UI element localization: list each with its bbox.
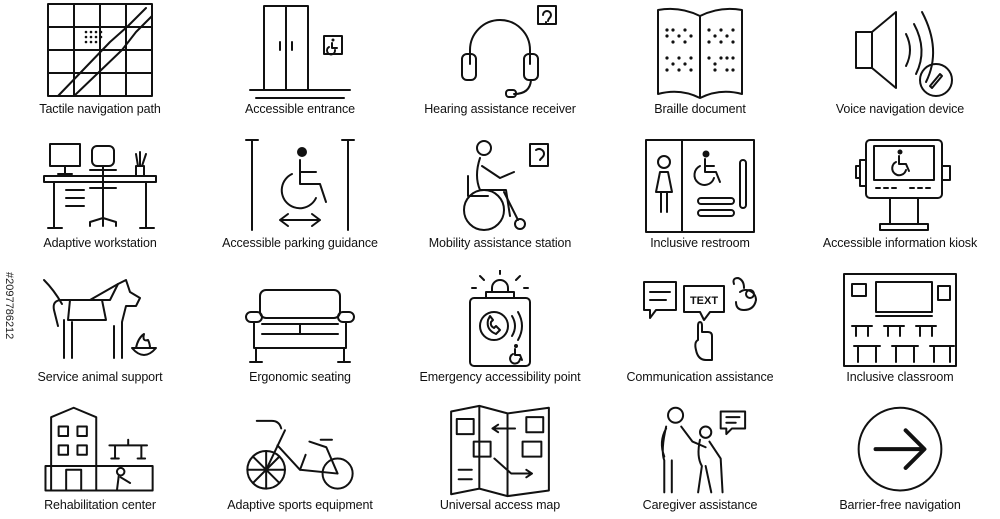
accessible-entrance-icon (240, 2, 360, 102)
item-label: Mobility assistance station (428, 236, 572, 250)
item-label: Inclusive restroom (650, 236, 750, 250)
wheelchair-user-icon (440, 136, 560, 236)
grid-item-inclusive-classroom: Inclusive classroom (800, 268, 1000, 402)
grid-item-service-animal-support: Service animal support (0, 268, 200, 402)
bench-icon (240, 270, 360, 370)
grid-item-adaptive-workstation: Adaptive workstation (0, 134, 200, 268)
grid-item-ergonomic-seating: Ergonomic seating (200, 268, 400, 402)
braille-document-icon (640, 2, 760, 102)
item-label: Accessible parking guidance (222, 236, 378, 250)
classroom-icon (840, 270, 960, 370)
item-label: Braille document (654, 102, 746, 116)
grid-item-accessible-entrance: Accessible entrance (200, 0, 400, 134)
item-label: Service animal support (37, 370, 163, 384)
grid-item-universal-access-map: Universal access map (400, 402, 600, 519)
text-bubble-label: TEXT (690, 295, 718, 307)
grid-item-adaptive-sports-equipment: Adaptive sports equipment (200, 402, 400, 519)
item-label: Inclusive classroom (846, 370, 954, 384)
item-label: Tactile navigation path (39, 102, 161, 116)
grid-item-accessible-parking-guidance: Accessible parking guidance (200, 134, 400, 268)
service-dog-icon (40, 270, 160, 370)
grid-item-inclusive-restroom: Inclusive restroom (600, 134, 800, 268)
grid-item-caregiver-assistance: Caregiver assistance (600, 402, 800, 519)
workstation-icon (40, 136, 160, 236)
item-label: Rehabilitation center (44, 498, 156, 512)
item-label: Accessible information kiosk (822, 236, 978, 250)
item-label: Universal access map (439, 498, 561, 512)
speech-bubbles-icon: TEXT (640, 270, 760, 370)
grid-item-emergency-accessibility-point: Emergency accessibility point (400, 268, 600, 402)
grid-item-voice-navigation-device: Voice navigation device (800, 0, 1000, 134)
item-label: Accessible entrance (245, 102, 355, 116)
item-label: Hearing assistance receiver (424, 102, 576, 116)
item-label: Adaptive sports equipment (227, 498, 373, 512)
restroom-icon (640, 136, 760, 236)
grid-item-hearing-assistance-receiver: Hearing assistance receiver (400, 0, 600, 134)
item-label: Caregiver assistance (642, 498, 758, 512)
grid-item-communication-assistance: TEXT Communication assistance (600, 268, 800, 402)
parking-wheelchair-icon (240, 136, 360, 236)
item-label: Communication assistance (626, 370, 774, 384)
grid-item-accessible-information-kiosk: Accessible information kiosk (800, 134, 1000, 268)
item-label: Emergency accessibility point (419, 370, 581, 384)
grid-item-tactile-navigation-path: Tactile navigation path (0, 0, 200, 134)
item-label: Ergonomic seating (249, 370, 351, 384)
grid-item-rehabilitation-center: Rehabilitation center (0, 402, 200, 519)
access-map-icon (440, 404, 560, 498)
headphones-icon (440, 2, 560, 102)
item-label: Barrier-free navigation (839, 498, 961, 512)
grid-item-braille-document: Braille document (600, 0, 800, 134)
grid-item-mobility-assistance-station: Mobility assistance station (400, 134, 600, 268)
item-label: Adaptive workstation (43, 236, 157, 250)
arrow-circle-icon (840, 404, 960, 498)
speaker-compass-icon (840, 2, 960, 102)
emergency-phone-icon (440, 270, 560, 370)
kiosk-icon (840, 136, 960, 236)
caregiver-icon (640, 404, 760, 498)
handcycle-icon (240, 404, 360, 498)
grid-item-barrier-free-navigation: Barrier-free navigation (800, 402, 1000, 519)
tactile-path-icon (40, 2, 160, 102)
rehab-building-icon (40, 404, 160, 498)
item-label: Voice navigation device (835, 102, 965, 116)
